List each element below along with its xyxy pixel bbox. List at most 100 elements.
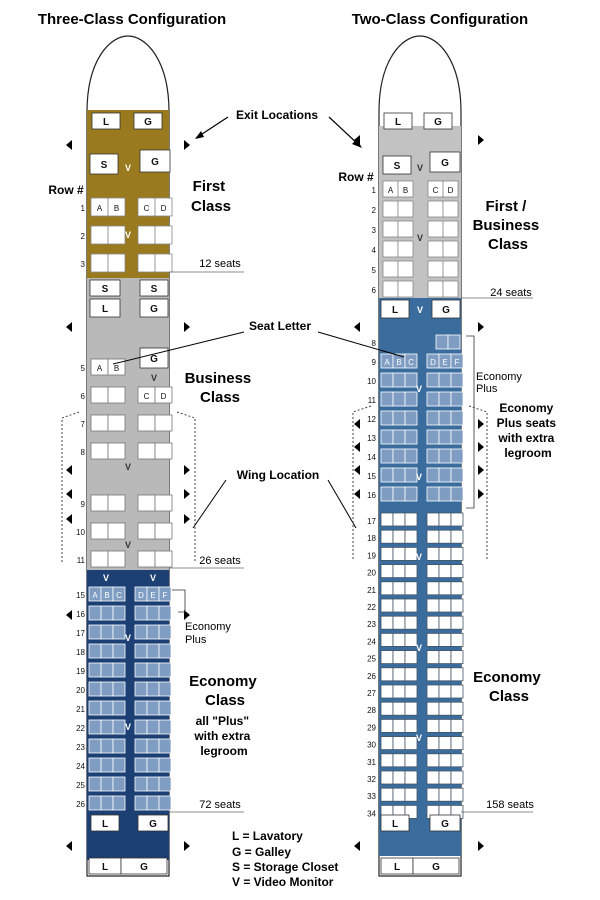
right-economy-seat-18-4 [438, 529, 452, 544]
left-exit-arrow-6 [66, 489, 72, 499]
left-economy-seat-16D [134, 605, 148, 621]
left-economy-letter-F: F [163, 591, 168, 600]
left-economy-seat-22D [134, 719, 148, 735]
left-first-seat-3D [154, 253, 173, 273]
right-mid-galley-letter: G [442, 305, 450, 316]
right-economy-row-20: 20 [367, 569, 376, 578]
right-economy-seat-32-5 [450, 770, 464, 785]
right-first-row-6: 6 [372, 286, 377, 295]
right-economy-seat-31-4 [438, 753, 452, 768]
right-first-seat-5A [382, 260, 399, 278]
left-economy-seat-26A [88, 795, 102, 811]
right-plus-seat-11-0 [380, 391, 394, 407]
right-economy-seat-17-2 [404, 512, 418, 527]
right-plus-seat-10-3 [426, 372, 440, 388]
legend-video: V = Video Monitor [232, 875, 334, 889]
right-plus-letter-E: E [442, 358, 447, 367]
right-exit-arrow-6 [354, 442, 360, 452]
left-economy-seat-20F [158, 681, 172, 697]
two-economy-seats-count: 158 seats [486, 799, 534, 811]
left-business-seat-10A [90, 522, 109, 540]
right-economy-seat-26-5 [450, 667, 464, 682]
left-first-row-2: 2 [81, 232, 86, 241]
left-exit-arrow-13 [184, 610, 190, 620]
right-economy-seat-26-0 [380, 667, 394, 682]
left-business-seat-6D [154, 386, 173, 404]
left-economy-row-20: 20 [76, 686, 85, 695]
left-exit-arrow-1 [184, 140, 190, 150]
right-plus-row-11: 11 [368, 396, 377, 405]
right-economy-seat-25-5 [450, 650, 464, 664]
two-first-seats-count: 24 seats [490, 287, 532, 299]
right-economy-seat-25-2 [404, 650, 418, 664]
right-plus-seat-11-2 [404, 391, 418, 407]
right-economy-seat-31-2 [404, 753, 418, 768]
left-business-storage-1 [89, 279, 121, 297]
right-first-seat-2C [427, 200, 444, 218]
left-economy-seat-23E [146, 738, 160, 754]
left-economy-seat-22E [146, 719, 160, 735]
right-plus-seat-11-4 [438, 391, 452, 407]
right-economy-row-18: 18 [367, 534, 376, 543]
right-plus-seat-10-2 [404, 372, 418, 388]
three-economy-plus-label: Economy Plus [185, 621, 234, 646]
left-economy-seat-23B [100, 738, 114, 754]
right-economy-seat-24-0 [380, 633, 394, 647]
right-economy-seat-31-5 [450, 753, 464, 768]
left-front-lavatory [91, 112, 121, 130]
left-economy-row-19: 19 [76, 667, 85, 676]
right-first-seat-4D [442, 240, 459, 258]
left-first-storage [89, 153, 119, 175]
left-economy-row-21: 21 [76, 705, 85, 714]
left-business-letter-6D: D [161, 392, 167, 401]
right-economy-row-26: 26 [367, 672, 376, 681]
left-business-video-3: V [125, 540, 131, 550]
right-first-galley [429, 151, 461, 173]
right-plus-seat-14-2 [404, 448, 418, 464]
left-economy-letter-B: B [104, 591, 109, 600]
right-economy-seat-27-2 [404, 684, 418, 699]
right-economy-seat-32-1 [392, 770, 406, 785]
right-plus-seat-16-5 [450, 486, 464, 502]
left-economy-seat-21C [112, 700, 126, 716]
left-economy-letter-A: A [92, 591, 98, 600]
left-first-seat-3A [90, 253, 109, 273]
left-business-seat-9A [90, 494, 109, 512]
right-first-seat-3A [382, 220, 399, 238]
right-plus-row-16: 16 [367, 491, 376, 500]
right-economy-seat-17-3 [426, 512, 440, 527]
left-business-video-1: V [151, 373, 157, 383]
legend-galley: G = Galley [232, 845, 291, 859]
left-business-seat-11C [137, 550, 156, 568]
right-plus-row-8: 8 [372, 339, 377, 348]
right-economy-seat-26-4 [438, 667, 452, 682]
left-business-row-9: 9 [81, 500, 86, 509]
left-economy-seat-23C [112, 738, 126, 754]
left-economy-seat-16B [100, 605, 114, 621]
left-economy-seat-26E [146, 795, 160, 811]
right-economy-seat-18-5 [450, 529, 464, 544]
right-economy-seat-22-2 [404, 598, 418, 613]
right-plus-seat-9-2 [404, 353, 418, 369]
left-business-seat-5B [107, 358, 126, 376]
right-first-seat-6B [397, 280, 414, 298]
right-plus-seat-15-3 [426, 467, 440, 483]
right-exit-arrow-5 [478, 419, 484, 429]
left-economy-seat-16A [88, 605, 102, 621]
right-economy-seat-33-2 [404, 787, 418, 802]
left-exit-arrow-10 [66, 841, 72, 851]
left-exit-arrow-3 [184, 322, 190, 332]
right-first-seat-6C [427, 280, 444, 298]
right-plus-seat-9-5 [450, 353, 464, 369]
two-class-title: Two-Class Configuration [352, 11, 528, 28]
left-exit-arrow-11 [184, 841, 190, 851]
right-plus-seat-13-3 [426, 429, 440, 445]
left-business-seat-9B [107, 494, 126, 512]
right-plus-seat-13-0 [380, 429, 394, 445]
right-plus-seat-10-1 [392, 372, 406, 388]
left-business-row-6: 6 [81, 392, 86, 401]
left-business-seat-10D [154, 522, 173, 540]
three-economy-class-label: Economy Class [189, 673, 261, 709]
right-economy-seat-25-4 [438, 650, 452, 664]
right-rear-galley-letter: G [441, 819, 449, 830]
